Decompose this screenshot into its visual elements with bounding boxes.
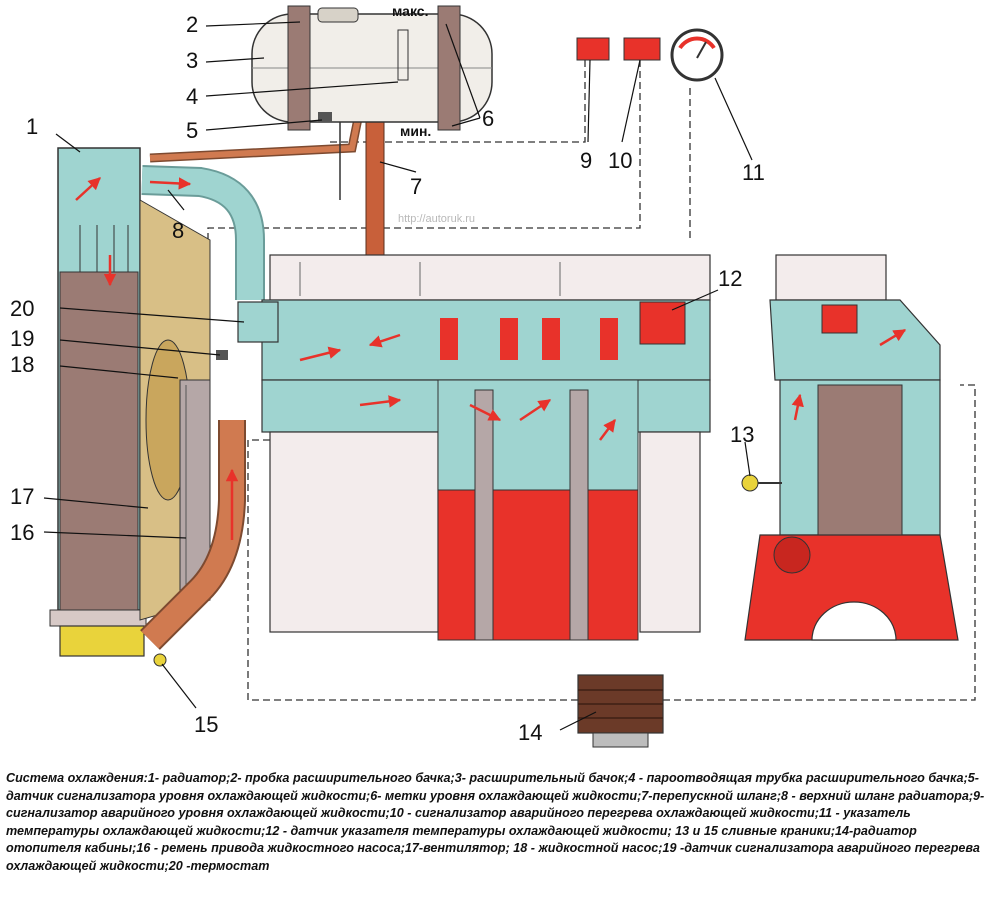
cooling-system-diagram: 1 2 3 4 5 6 7 8 9 10 11 12 13 14 15 16 1… — [10, 3, 976, 748]
tank-max-mark: макс. — [392, 3, 428, 19]
label-14: 14 — [518, 720, 542, 745]
label-1: 1 — [26, 114, 38, 139]
cabin-heater-core — [577, 674, 664, 748]
label-8: 8 — [172, 218, 184, 243]
overheat-sensor — [216, 350, 228, 360]
overheat-warning-lamp — [623, 37, 661, 61]
label-3: 3 — [186, 48, 198, 73]
label-5: 5 — [186, 118, 198, 143]
label-2: 2 — [186, 12, 198, 37]
drain-cock-13 — [741, 474, 782, 492]
label-15: 15 — [194, 712, 218, 737]
fan-assembly — [139, 199, 211, 621]
label-19: 19 — [10, 326, 34, 351]
radiator — [49, 147, 147, 657]
label-18: 18 — [10, 352, 34, 377]
figure-caption: Система охлаждения:1- радиатор;2- пробка… — [6, 771, 985, 873]
label-11: 11 — [742, 160, 765, 185]
temperature-gauge — [670, 28, 724, 82]
tank-min-mark: мин. — [400, 123, 431, 139]
label-16: 16 — [10, 520, 34, 545]
label-4: 4 — [186, 84, 198, 109]
expansion-tank — [251, 5, 493, 131]
label-9: 9 — [580, 148, 592, 173]
label-12: 12 — [718, 266, 742, 291]
leader-lines — [43, 21, 753, 731]
label-20: 20 — [10, 296, 34, 321]
label-7: 7 — [410, 174, 422, 199]
label-13: 13 — [730, 422, 754, 447]
thermostat — [237, 301, 279, 343]
watermark: http://autoruk.ru — [398, 213, 475, 225]
tank-cap — [317, 7, 359, 23]
low-level-warning-lamp — [576, 37, 610, 61]
bypass-hose — [365, 117, 385, 259]
label-10: 10 — [608, 148, 632, 173]
engine-block — [261, 254, 711, 641]
label-6: 6 — [482, 106, 494, 131]
label-17: 17 — [10, 484, 34, 509]
drain-cock-15 — [153, 653, 167, 667]
engine-cross-section — [744, 254, 959, 641]
